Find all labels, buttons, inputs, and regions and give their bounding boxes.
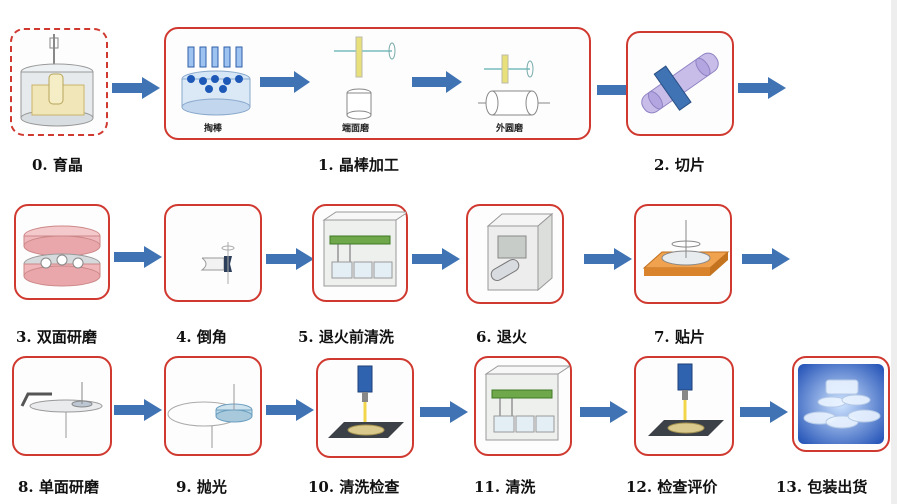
arrow-icon xyxy=(112,76,160,100)
step-10-label: 10. 清洗检查 xyxy=(308,478,400,496)
arrow-icon xyxy=(742,247,790,271)
step-4-box xyxy=(164,204,262,302)
slicing-illustration xyxy=(641,52,719,114)
step-0-label: 0. 育晶 xyxy=(32,156,83,174)
step-3-label: 3. 双面研磨 xyxy=(16,328,97,346)
arrow-icon xyxy=(584,247,632,271)
edge-chamfer-illustration xyxy=(200,242,235,284)
inspection-illustration xyxy=(648,363,724,436)
double-side-lapping-illustration xyxy=(23,225,101,287)
step-7-label: 7. 贴片 xyxy=(654,328,705,346)
step-12-label: 12. 检查评价 xyxy=(626,478,718,496)
wafer-mounting-illustration xyxy=(642,220,730,276)
scrollbar-track xyxy=(891,0,897,504)
step-10-box xyxy=(316,358,414,458)
sub-label-end-face-grinding: 端面磨 xyxy=(342,124,370,134)
step-2-label: 2. 切片 xyxy=(654,156,705,174)
packaged-wafers-photo xyxy=(798,364,884,444)
step-3-box xyxy=(14,204,110,300)
step-7-box xyxy=(634,204,732,304)
step-8-box xyxy=(12,356,112,456)
step-1-label: 1. 晶棒加工 xyxy=(318,156,399,174)
step-6-box xyxy=(466,204,564,304)
arrow-icon xyxy=(740,400,788,424)
inspection-illustration xyxy=(328,365,404,438)
arrow-icon xyxy=(580,400,628,424)
step-12-box xyxy=(634,356,734,456)
step-11-label: 11. 清洗 xyxy=(474,478,536,496)
step-4-label: 4. 倒角 xyxy=(176,328,227,346)
arrow-icon xyxy=(412,247,460,271)
step-6-label: 6. 退火 xyxy=(476,328,527,346)
crystal-growth-illustration xyxy=(20,34,94,127)
step-0-box xyxy=(10,28,108,136)
step-9-label: 9. 抛光 xyxy=(176,478,227,496)
ingot-processing-illustration xyxy=(181,36,550,120)
cleaning-tank-illustration xyxy=(484,365,570,441)
arrow-icon xyxy=(266,247,314,271)
step-9-box xyxy=(164,356,262,456)
arrow-icon xyxy=(114,245,162,269)
sub-label-cylindrical-grinding: 外圆磨 xyxy=(496,124,524,134)
sub-label-coring: 掏棒 xyxy=(204,124,223,134)
step-8-label: 8. 单面研磨 xyxy=(18,478,99,496)
single-side-lapping-illustration xyxy=(20,382,103,438)
cleaning-tank-illustration xyxy=(322,211,406,287)
annealing-furnace-illustration xyxy=(486,212,554,292)
polishing-illustration xyxy=(167,384,253,448)
arrow-icon xyxy=(738,76,786,100)
step-5-box xyxy=(312,204,408,302)
step-13-label: 13. 包装出货 xyxy=(776,478,868,496)
step-2-box xyxy=(626,31,734,136)
step-1-box: 掏棒 端面磨 外圆磨 xyxy=(164,27,591,140)
step-13-box xyxy=(792,356,890,452)
step-11-box xyxy=(474,356,572,456)
arrow-icon xyxy=(266,398,314,422)
arrow-icon xyxy=(114,398,162,422)
step-5-label: 5. 退火前清洗 xyxy=(298,328,394,346)
arrow-icon xyxy=(420,400,468,424)
